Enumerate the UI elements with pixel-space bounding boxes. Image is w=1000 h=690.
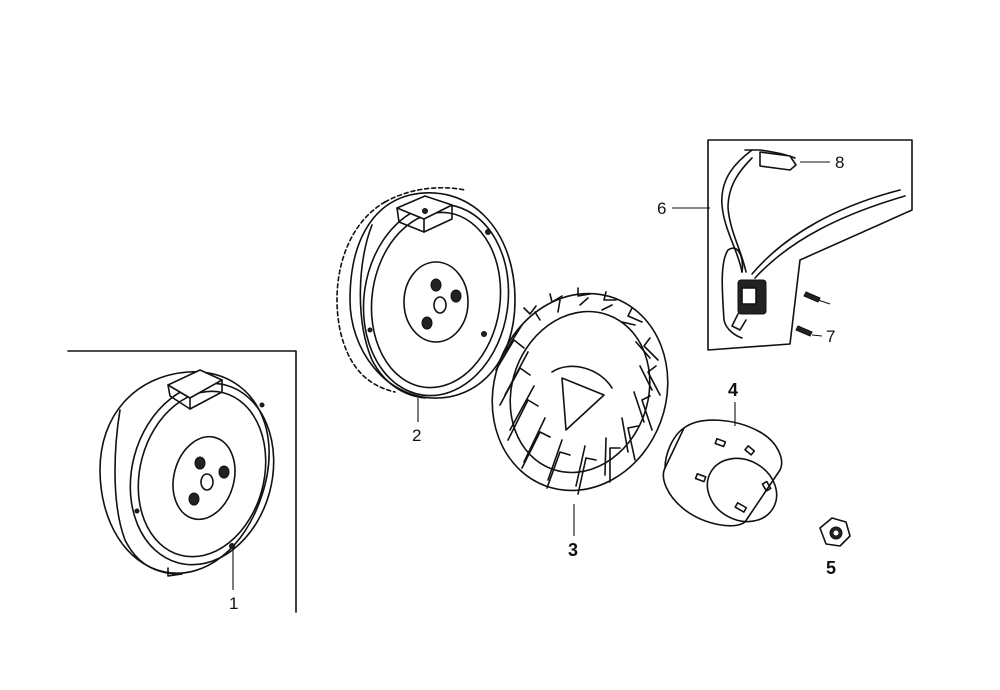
callout-part-4: 4 xyxy=(728,380,738,400)
screw-part-7-lower xyxy=(795,325,813,337)
callout-part-1: 1 xyxy=(229,594,238,613)
ignition-coil xyxy=(731,279,767,331)
flywheel-assembly-group xyxy=(67,350,297,613)
leader-line-part-7 xyxy=(811,334,823,337)
spark-plug-cap-part-8 xyxy=(759,151,797,171)
starter-cup-part-4 xyxy=(662,419,783,527)
assembly-frame-line xyxy=(67,350,297,613)
ignition-wire xyxy=(721,149,753,273)
nut-part-5 xyxy=(819,517,851,547)
flywheel-part-2 xyxy=(336,186,516,399)
callout-part-7: 7 xyxy=(826,327,835,346)
ignition-box-group xyxy=(707,139,913,351)
callout-part-2: 2 xyxy=(412,426,421,445)
callout-part-8: 8 xyxy=(835,153,844,172)
callout-part-3: 3 xyxy=(568,540,578,560)
ignition-box-outline xyxy=(707,139,913,351)
flywheel-part-1 xyxy=(99,369,275,577)
callout-part-5: 5 xyxy=(826,558,836,578)
callout-part-6: 6 xyxy=(657,199,666,218)
screw-part-7-upper xyxy=(803,291,831,305)
cooling-fan-part-3 xyxy=(491,287,669,495)
